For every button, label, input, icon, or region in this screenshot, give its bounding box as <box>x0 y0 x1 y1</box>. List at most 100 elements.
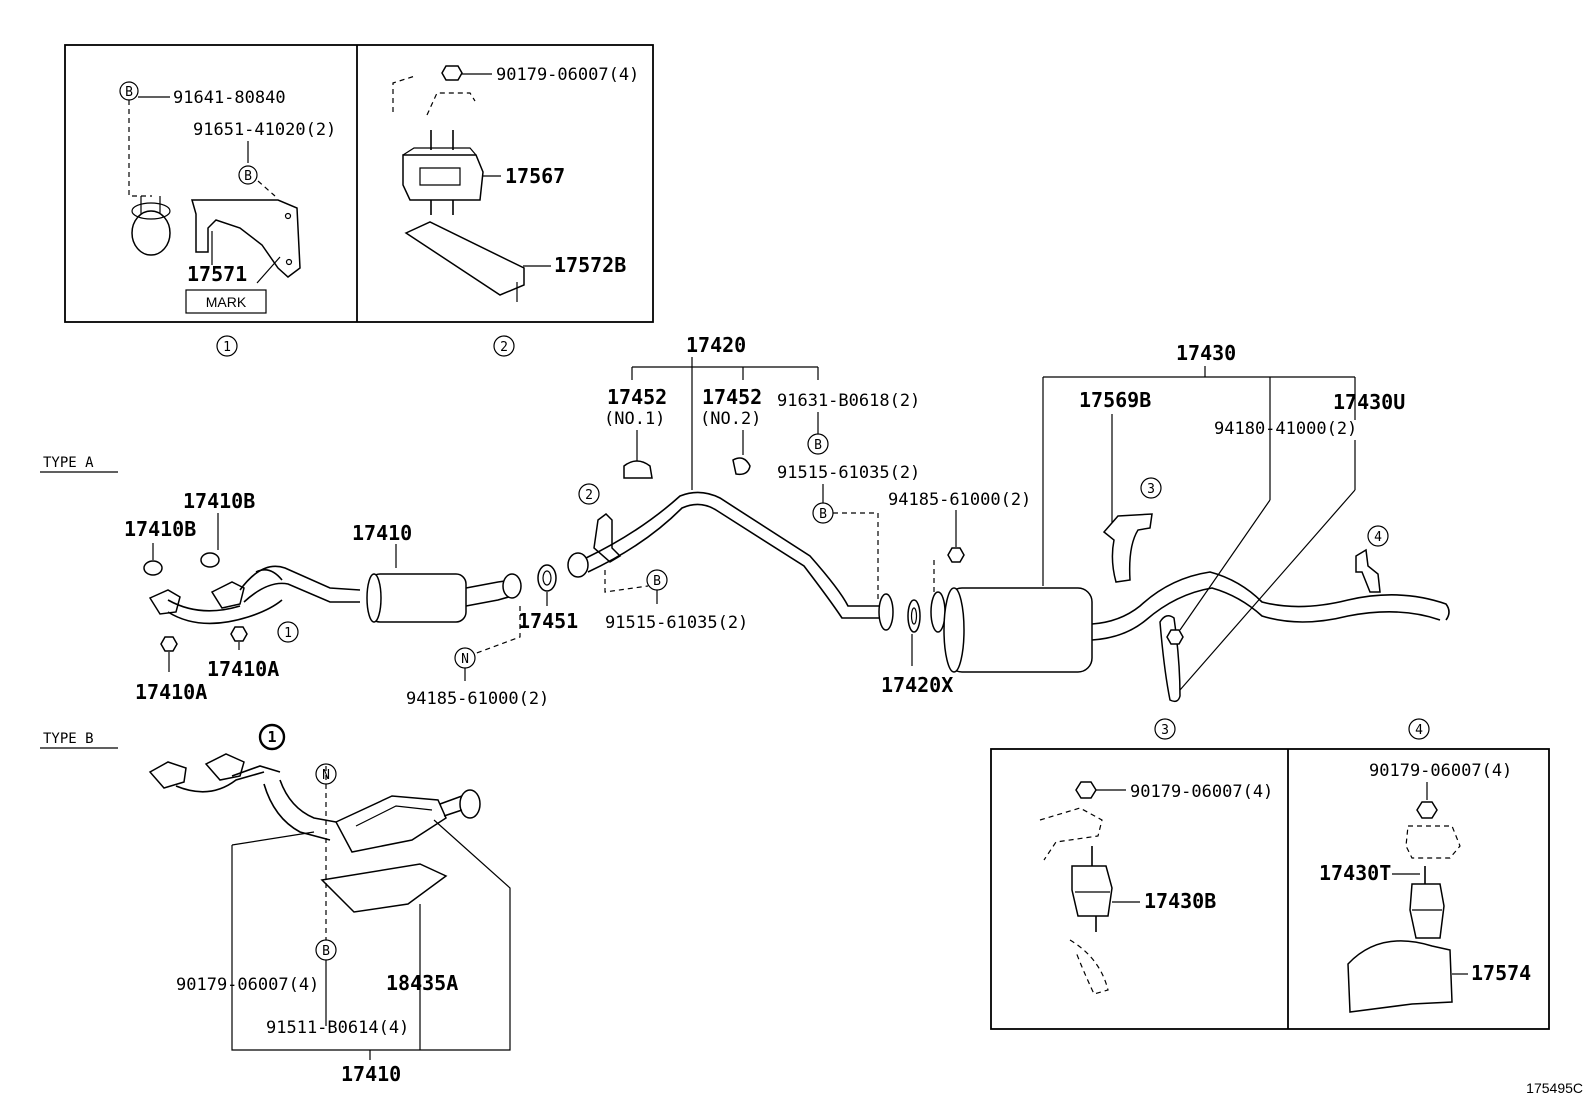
front-pipe-17410: 17410B 17410B 17410A 17410A 1 17410 <box>124 489 522 704</box>
part-label-90179-06007-inset4[interactable]: 90179-06007(4) <box>1369 761 1512 781</box>
hanger-loop <box>1159 615 1181 703</box>
bracket-17571 <box>191 199 301 278</box>
part-label-17410b-upper[interactable]: 17410B <box>183 489 255 513</box>
part-label-17452-no1-sub: (NO.1) <box>604 409 665 429</box>
svg-text:B: B <box>322 944 330 959</box>
svg-text:2: 2 <box>585 488 593 503</box>
part-label-17410a-left[interactable]: 17410A <box>135 680 207 704</box>
b-symbol-label: B <box>125 85 133 100</box>
inset-1: B 91641-80840 91651-41020(2) B 17571 MAR… <box>119 81 336 314</box>
part-label-17430u[interactable]: 17430U <box>1333 390 1405 414</box>
part-label-17410a-right[interactable]: 17410A <box>207 657 279 681</box>
part-label-90179-06007-inset3[interactable]: 90179-06007(4) <box>1130 782 1273 802</box>
part-label-17567[interactable]: 17567 <box>505 164 565 188</box>
part-label-94185-61000-type-a[interactable]: 94185-61000(2) <box>406 689 549 709</box>
nut-94180 <box>1166 629 1184 645</box>
callout-2-top[interactable]: 2 <box>493 335 515 357</box>
tail-bracket <box>1355 548 1381 593</box>
hanger-bracket-17569b <box>1102 513 1153 583</box>
part-label-17410-type-b[interactable]: 17410 <box>341 1062 401 1086</box>
part-label-18435a[interactable]: 18435A <box>386 971 458 995</box>
part-label-17410b-lower[interactable]: 17410B <box>124 517 196 541</box>
mark-label: MARK <box>206 294 247 310</box>
converter-type-b <box>334 795 447 853</box>
part-label-17430b[interactable]: 17430B <box>1144 889 1216 913</box>
gasket-17410b <box>143 560 163 576</box>
part-label-90179-06007-type-b[interactable]: 90179-06007(4) <box>176 975 319 995</box>
part-label-17571[interactable]: 17571 <box>187 262 247 286</box>
svg-text:1: 1 <box>267 728 276 746</box>
part-label-91511-b0614[interactable]: 91511-B0614(4) <box>266 1018 409 1038</box>
callout-1-top[interactable]: 1 <box>216 335 238 357</box>
part-label-90179-06007[interactable]: 90179-06007(4) <box>496 65 639 85</box>
diagram-code: 175495C <box>1526 1080 1583 1096</box>
nut-90179 <box>1075 781 1097 799</box>
b-symbol <box>807 433 829 455</box>
part-label-17451[interactable]: 17451 <box>518 609 578 633</box>
type-b-label: TYPE B <box>43 731 94 747</box>
inset-4: 90179-06007(4) 17430T 17574 <box>1319 761 1531 1013</box>
part-label-17452-no2[interactable]: 17452 <box>702 385 762 409</box>
inset-3: 90179-06007(4) 17430B <box>1039 781 1273 995</box>
svg-text:3: 3 <box>1147 482 1155 497</box>
part-label-17572b[interactable]: 17572B <box>554 253 626 277</box>
part-label-91515-61035-upper[interactable]: 91515-61035(2) <box>777 463 920 483</box>
svg-text:4: 4 <box>1415 723 1423 738</box>
clamp-17452-no2 <box>732 457 751 476</box>
svg-text:3: 3 <box>1161 723 1169 738</box>
part-label-17420[interactable]: 17420 <box>686 333 746 357</box>
part-label-17569b[interactable]: 17569B <box>1079 388 1151 412</box>
insulator-17430t <box>1409 883 1445 939</box>
nut-90179 <box>1416 801 1438 819</box>
part-label-94180-41000[interactable]: 94180-41000(2) <box>1214 419 1357 439</box>
converter-17410 <box>369 573 467 623</box>
svg-text:1: 1 <box>223 340 231 355</box>
type-a-label: TYPE A <box>43 455 94 471</box>
bracket-hanger <box>593 513 622 563</box>
inset-2: 90179-06007(4) 17567 17572B <box>392 65 639 302</box>
nut-90179 <box>441 65 463 81</box>
insulator-17430b <box>1071 865 1113 917</box>
svg-text:N: N <box>461 652 469 667</box>
tail-pipe-17430: 17430 17569B 17430U 94180-41000(2) 3 4 <box>943 341 1450 703</box>
clamp-ring <box>131 210 171 256</box>
b-symbol <box>238 165 258 185</box>
n-symbol <box>315 763 337 785</box>
svg-text:B: B <box>814 438 822 453</box>
muffler-17430 <box>947 587 1093 673</box>
part-label-17430[interactable]: 17430 <box>1176 341 1236 365</box>
part-label-94185-61000-upper[interactable]: 94185-61000(2) <box>888 490 1031 510</box>
b-symbol-label: B <box>244 169 252 184</box>
part-label-91515-61035-lower[interactable]: 91515-61035(2) <box>605 613 748 633</box>
bracket-17574 <box>1347 940 1453 1013</box>
part-label-17430t[interactable]: 17430T <box>1319 861 1391 885</box>
part-label-17420x[interactable]: 17420X <box>881 673 953 697</box>
callout-3-type-a[interactable] <box>1140 477 1162 499</box>
part-label-17452-no1[interactable]: 17452 <box>607 385 667 409</box>
callout-3-bottom[interactable]: 3 <box>1154 718 1176 740</box>
nut-17410a <box>230 626 248 642</box>
part-label-91641-80840[interactable]: 91641-80840 <box>173 88 286 108</box>
callout-1-type-b[interactable]: 1 <box>258 723 286 751</box>
plate-17572b <box>404 221 525 296</box>
nut-94185 <box>947 547 965 563</box>
part-label-17574[interactable]: 17574 <box>1471 961 1531 985</box>
svg-text:4: 4 <box>1374 530 1382 545</box>
center-pipe-17420: 2 B 91515-61035(2) 17420 17452 (NO.1) 17… <box>567 333 920 633</box>
part-label-91631-b0618[interactable]: 91631-B0618(2) <box>777 391 920 411</box>
svg-text:N: N <box>322 768 330 783</box>
svg-text:B: B <box>653 574 661 589</box>
callout-4-type-a[interactable] <box>1367 525 1389 547</box>
gasket-17420x: 17420X 94185-61000(2) <box>881 490 1031 697</box>
insulator-17567 <box>402 154 484 201</box>
callout-1-type-a[interactable] <box>277 621 299 643</box>
callout-4-bottom[interactable]: 4 <box>1408 718 1430 740</box>
heat-insulator-18435a <box>320 863 448 913</box>
nut-17410a <box>160 636 178 652</box>
front-pipe-type-b: N B 90179-06007(4) 18435A 91511-B0614(4)… <box>148 753 511 1086</box>
part-label-17452-no2-sub: (NO.2) <box>700 409 761 429</box>
part-label-17410-type-a[interactable]: 17410 <box>352 521 412 545</box>
clamp-17452-no1 <box>623 460 653 479</box>
callout-2-type-a[interactable] <box>578 483 600 505</box>
part-label-91651-41020[interactable]: 91651-41020(2) <box>193 120 336 140</box>
